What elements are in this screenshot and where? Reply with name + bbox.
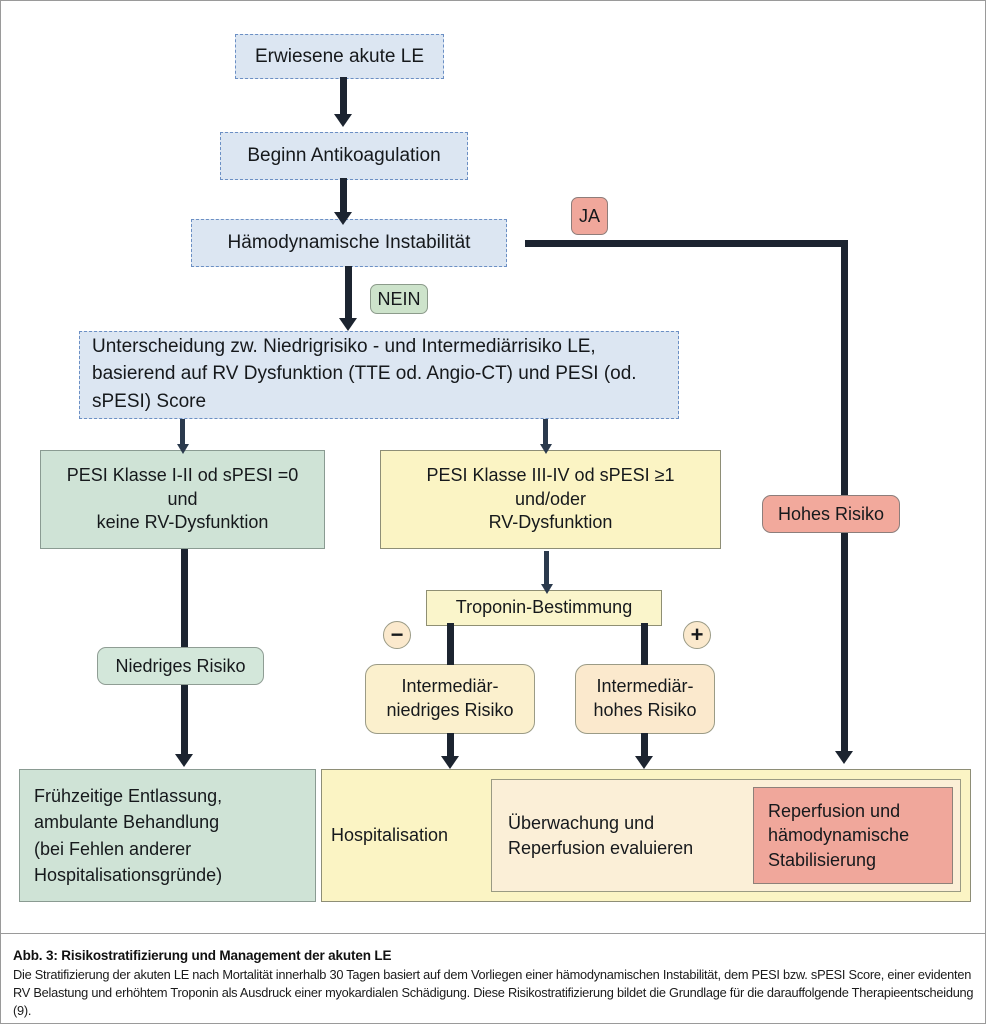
node-risikounterscheidung[interactable]: Unterscheidung zw. Niedrigrisiko - und I…	[79, 331, 679, 419]
badge-label: Niedriges Risiko	[115, 655, 246, 676]
node-erwiesene-akute-le[interactable]: Erwiesene akute LE	[235, 34, 444, 79]
node-haemodynamische-instabilitaet[interactable]: Hämodynamische Instabilität	[191, 219, 507, 267]
connector-troponin-to-intermediate-high	[641, 623, 648, 665]
arrowhead-start-to-anticoag	[334, 114, 352, 127]
node-beginn-antikoagulation[interactable]: Beginn Antikoagulation	[220, 132, 468, 180]
node-pesi-klasse-iii-iv[interactable]: PESI Klasse III-IV od sPESI ≥1 und/oder …	[380, 450, 721, 549]
connector-stratification-to-pesi-low	[180, 419, 185, 449]
connector-pesi-high-to-troponin	[544, 551, 549, 589]
badge-ja[interactable]: JA	[571, 197, 608, 235]
caption-body: Die Stratifizierung der akuten LE nach M…	[13, 967, 974, 1019]
connector-high-risk-to-band	[841, 529, 848, 757]
connector-ja-vertical	[841, 240, 848, 503]
band-reperfusion-stabilisierung[interactable]: Reperfusion und hämodynamische Stabilisi…	[753, 787, 953, 884]
node-label: Reperfusion und hämodynamische Stabilisi…	[768, 801, 910, 870]
connector-troponin-to-intermediate-low	[447, 623, 454, 665]
node-label: Hämodynamische Instabilität	[227, 232, 471, 254]
node-label: Troponin-Bestimmung	[455, 597, 633, 618]
badge-niedriges-risiko[interactable]: Niedriges Risiko	[97, 647, 264, 685]
connector-ja-horizontal	[525, 240, 848, 247]
node-pesi-klasse-i-ii[interactable]: PESI Klasse I-II od sPESI =0 und keine R…	[40, 450, 325, 549]
node-label: Unterscheidung zw. Niedrigrisiko - und I…	[92, 335, 637, 412]
node-label: Überwachung und Reperfusion evaluieren	[508, 813, 694, 858]
arrowhead-stratification-to-pesi-high	[540, 444, 552, 454]
badge-label: NEIN	[377, 288, 421, 309]
node-label: Intermediär- hohes Risiko	[593, 676, 697, 720]
node-label: Frühzeitige Entlassung, ambulante Behand…	[34, 786, 223, 885]
badge-label: Hohes Risiko	[777, 503, 885, 524]
arrowhead-intermediate-high-to-band	[635, 756, 653, 769]
arrowhead-pesi-high-to-troponin	[541, 584, 553, 594]
connector-start-to-anticoag	[340, 77, 347, 117]
label-hospitalisation: Hospitalisation	[331, 769, 491, 902]
connector-intermediate-low-to-band	[447, 733, 454, 763]
arrowhead-high-risk-to-band	[835, 751, 853, 764]
connector-anticoag-to-hemodynamic	[340, 178, 347, 216]
connector-hemodynamic-to-stratification	[345, 266, 352, 323]
sign-label: +	[690, 622, 704, 647]
sign-label: −	[390, 622, 404, 647]
caption-title: Abb. 3: Risikostratifizierung und Manage…	[13, 948, 392, 963]
node-troponin-bestimmung[interactable]: Troponin-Bestimmung	[426, 590, 662, 626]
badge-nein[interactable]: NEIN	[370, 284, 428, 314]
node-intermediaer-niedriges-risiko[interactable]: Intermediär- niedriges Risiko	[365, 664, 535, 734]
connector-stratification-to-pesi-high	[543, 419, 548, 449]
arrowhead-intermediate-low-to-band	[441, 756, 459, 769]
node-label: Erwiesene akute LE	[255, 45, 424, 67]
node-fruehzeitige-entlassung[interactable]: Frühzeitige Entlassung, ambulante Behand…	[19, 769, 316, 902]
badge-hohes-risiko[interactable]: Hohes Risiko	[762, 495, 900, 533]
troponin-negative-icon: −	[383, 621, 411, 649]
figure-caption: Abb. 3: Risikostratifizierung und Manage…	[1, 933, 985, 1023]
arrowhead-pesi-low-to-discharge	[175, 754, 193, 767]
arrowhead-anticoag-to-hemodynamic	[334, 212, 352, 225]
node-label: Beginn Antikoagulation	[247, 145, 441, 167]
badge-label: JA	[578, 205, 600, 226]
arrowhead-hemodynamic-to-stratification	[339, 318, 357, 331]
node-label: PESI Klasse I-II od sPESI =0 und keine R…	[66, 464, 299, 533]
arrowhead-stratification-to-pesi-low	[177, 444, 189, 454]
flowchart-canvas: Erwiesene akute LE Beginn Antikoagulatio…	[1, 1, 985, 931]
connector-intermediate-high-to-band	[641, 733, 648, 763]
node-intermediaer-hohes-risiko[interactable]: Intermediär- hohes Risiko	[575, 664, 715, 734]
node-label: PESI Klasse III-IV od sPESI ≥1 und/oder …	[426, 464, 675, 533]
node-label: Intermediär- niedriges Risiko	[386, 676, 514, 720]
node-label: Hospitalisation	[331, 825, 449, 845]
troponin-positive-icon: +	[683, 621, 711, 649]
